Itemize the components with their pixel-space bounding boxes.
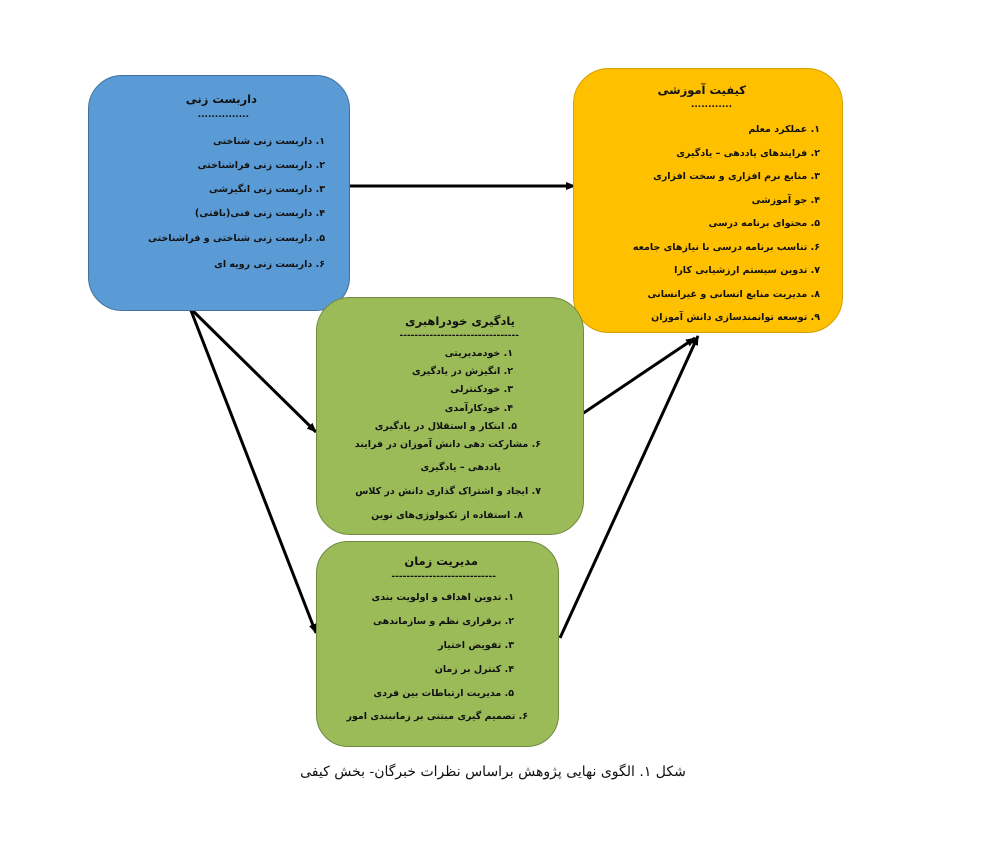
box-title: مدیریت زمان — [404, 554, 478, 568]
list-item: ۸. استفاده از تکنولوژی‌های نوین — [371, 510, 523, 521]
list-item: ۸. مدیریت منابع انسانی و غیرانسانی — [647, 289, 820, 300]
list-item: ۱. تدوین اهداف و اولویت بندی — [371, 592, 514, 603]
list-item: ۳. داربست زنی انگیزشی — [209, 184, 325, 195]
list-item: ۲. فرایندهای یاددهی – یادگیری — [676, 148, 820, 159]
list-item: ۴. کنترل بر زمان — [434, 664, 514, 675]
time-management-box: مدیریت زمان ----------------------------… — [316, 541, 559, 747]
list-item: ۴. خودکارآمدی — [444, 403, 513, 414]
list-item: ۱. داربست زنی شناختی — [212, 136, 325, 147]
arrow-green2-to-orange — [558, 335, 700, 639]
list-item: ۳. تفویض اختیار — [438, 640, 514, 651]
list-item: یاددهی – یادگیری — [420, 462, 501, 473]
list-item: ۳. خودکنترلی — [450, 384, 513, 395]
list-item: ۷. تدوین سیستم ارزشیابی کارا — [674, 265, 820, 276]
box-title: داربست زنی — [185, 92, 257, 106]
list-item: ۲. برقراری نظم و سازماندهی — [373, 616, 514, 627]
list-item: ۳. منابع نرم افزاری و سخت افزاری — [653, 171, 820, 182]
self-directed-learning-box: یادگیری خودراهبری ----------------------… — [316, 297, 584, 535]
separator: ---------------------------- — [391, 572, 496, 582]
box-title: یادگیری خودراهبری — [405, 314, 515, 328]
list-item: ۵. داربست زنی شناختی و فراشناختی — [147, 233, 325, 244]
list-item: ۴. جو آموزشی — [751, 195, 820, 206]
list-item: ۴. داربست زنی فنی(بافتی) — [194, 208, 325, 219]
list-item: ۶. مشارکت دهی دانش آموزان در فرایند — [354, 439, 541, 450]
list-item: ۹. توسعه توانمندسازی دانش آموزان — [651, 312, 820, 323]
arrow-blue-to-green1 — [188, 306, 318, 434]
list-item: ۱. خودمدیریتی — [444, 348, 513, 359]
list-item: ۲. انگیزش در یادگیری — [412, 366, 513, 377]
list-item: ۵. مدیریت ارتباطات بین فردی — [373, 688, 514, 699]
list-item: ۱. عملکرد معلم — [748, 124, 820, 135]
box-title: کیفیت آموزشی — [657, 83, 746, 97]
list-item: ۷. ایجاد و اشتراک گذاری دانش در کلاس — [355, 486, 541, 497]
scaffolding-box: داربست زنی ............... ۱. داربست زنی… — [88, 75, 350, 311]
list-item: ۵. محتوای برنامه درسی — [708, 218, 820, 229]
list-item: ۶. داربست زنی رویه ای — [214, 259, 325, 270]
list-item: ۶. تصمیم گیری مبتنی بر زمانبندی امور — [346, 711, 528, 722]
separator: -------------------------------- — [399, 331, 519, 341]
separator: ............... — [197, 110, 249, 120]
separator: ............ — [690, 100, 732, 110]
arrow-green1-to-orange — [581, 336, 696, 416]
figure-caption: شکل ۱. الگوی نهایی پژوهش براساس نظرات خب… — [300, 764, 686, 780]
arrow-blue-to-green2 — [188, 307, 318, 634]
list-item: ۶. تناسب برنامه درسی با نیازهای جامعه — [632, 242, 820, 253]
educational-quality-box: کیفیت آموزشی ............ ۱. عملکرد معلم… — [573, 68, 843, 333]
list-item: ۲. داربست زنی فراشناختی — [197, 160, 325, 171]
list-item: ۵. ابتکار و استقلال در یادگیری — [374, 421, 517, 432]
